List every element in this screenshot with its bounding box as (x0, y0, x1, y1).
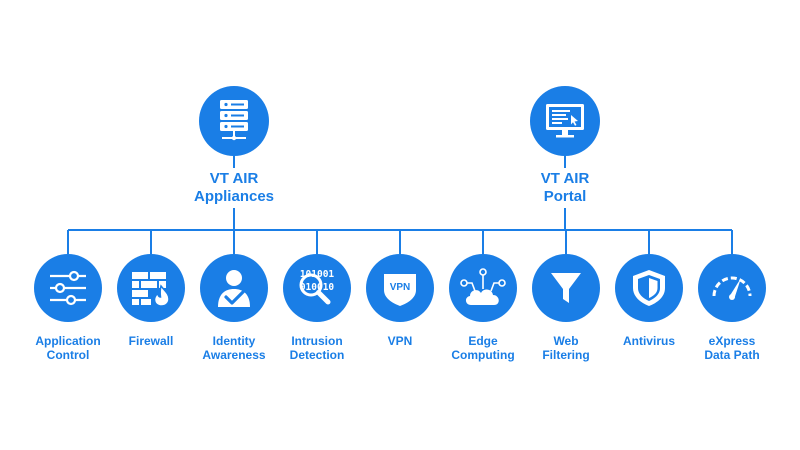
feature-label: Firewall (128, 334, 174, 348)
feature-edge-computing: Edge Computing (433, 254, 533, 362)
node-label: VT AIR Portal (540, 170, 590, 205)
monitor-portal-icon (530, 86, 600, 156)
cloud-nodes-icon (449, 254, 517, 322)
binary-row-2: 010010 (300, 282, 335, 293)
feature-intrusion-detection: 101001 010010 Intrusion Detection (267, 254, 367, 362)
binary-magnifier-icon: 101001 010010 (283, 254, 351, 322)
node-appliances: VT AIR Appliances (184, 86, 284, 206)
feature-web-filtering: Web Filtering (516, 254, 616, 362)
feature-firewall: Firewall (101, 254, 201, 348)
feature-label: Intrusion Detection (289, 334, 345, 362)
vpn-shield-icon: VPN (366, 254, 434, 322)
server-rack-icon (199, 86, 269, 156)
feature-label: Identity Awareness (202, 334, 266, 362)
funnel-icon (532, 254, 600, 322)
feature-label: Application Control (35, 334, 101, 362)
feature-vpn: VPN VPN (350, 254, 450, 348)
binary-row-1: 101001 (300, 269, 335, 280)
feature-antivirus: Antivirus (599, 254, 699, 348)
vpn-icon-text: VPN (390, 282, 411, 293)
firewall-icon (117, 254, 185, 322)
speedometer-icon (698, 254, 766, 322)
shield-icon (615, 254, 683, 322)
user-check-icon (200, 254, 268, 322)
sliders-icon (34, 254, 102, 322)
node-portal: VT AIR Portal (515, 86, 615, 206)
feature-application-control: Application Control (18, 254, 118, 362)
feature-label: eXpress Data Path (704, 334, 760, 362)
feature-express-data-path: eXpress Data Path (682, 254, 782, 362)
feature-label: Web Filtering (542, 334, 590, 362)
feature-label: VPN (387, 334, 413, 348)
node-label: VT AIR Appliances (193, 170, 275, 205)
feature-label: Antivirus (622, 334, 675, 348)
feature-identity-awareness: Identity Awareness (184, 254, 284, 362)
feature-label: Edge Computing (451, 334, 515, 362)
